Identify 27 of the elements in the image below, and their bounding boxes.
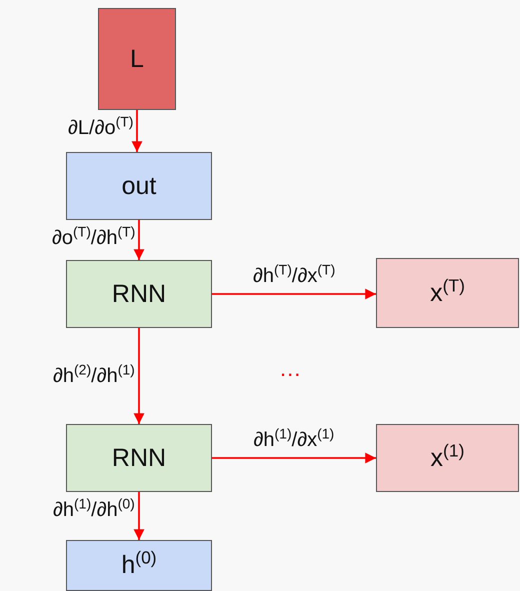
edge-label: ∂h$^{(1)}$/∂x$^{(1)}$ — [254, 430, 334, 450]
node-label: x$^{(1)}$ — [430, 444, 464, 472]
input-box — [376, 258, 519, 328]
input-box — [376, 424, 519, 492]
node-label: h$^{(0)}$ — [121, 551, 157, 580]
output-box — [66, 152, 212, 220]
arrow — [134, 328, 144, 424]
edge-label: ∂L/∂o$^{(T)}$ — [68, 118, 134, 138]
edge-label: ∂h$^{(2)}$/∂h$^{(1)}$ — [53, 366, 135, 386]
arrow — [132, 110, 142, 152]
node-label: RNN — [112, 444, 166, 472]
rnn-cell-box — [66, 424, 212, 492]
edge-label: ∂o$^{(T)}$/∂h$^{(T)}$ — [52, 228, 136, 248]
node-label: x$^{(T)}$ — [430, 278, 465, 308]
rnn-cell-box — [66, 260, 212, 328]
loss-box — [98, 8, 176, 110]
edge-label: ∂h$^{(T)}$/∂x$^{(T)}$ — [253, 266, 336, 286]
edge-label: ∂h$^{(1)}$/∂h$^{(0)}$ — [53, 500, 135, 520]
node-label: out — [122, 172, 156, 200]
hidden-state-box — [66, 540, 212, 591]
arrow — [134, 220, 144, 260]
ellipsis-text: ... — [280, 356, 302, 382]
node-label: RNN — [112, 280, 166, 308]
arrow — [134, 492, 144, 540]
arrow — [212, 288, 376, 300]
arrow — [212, 452, 376, 464]
node-label: L — [130, 44, 144, 74]
